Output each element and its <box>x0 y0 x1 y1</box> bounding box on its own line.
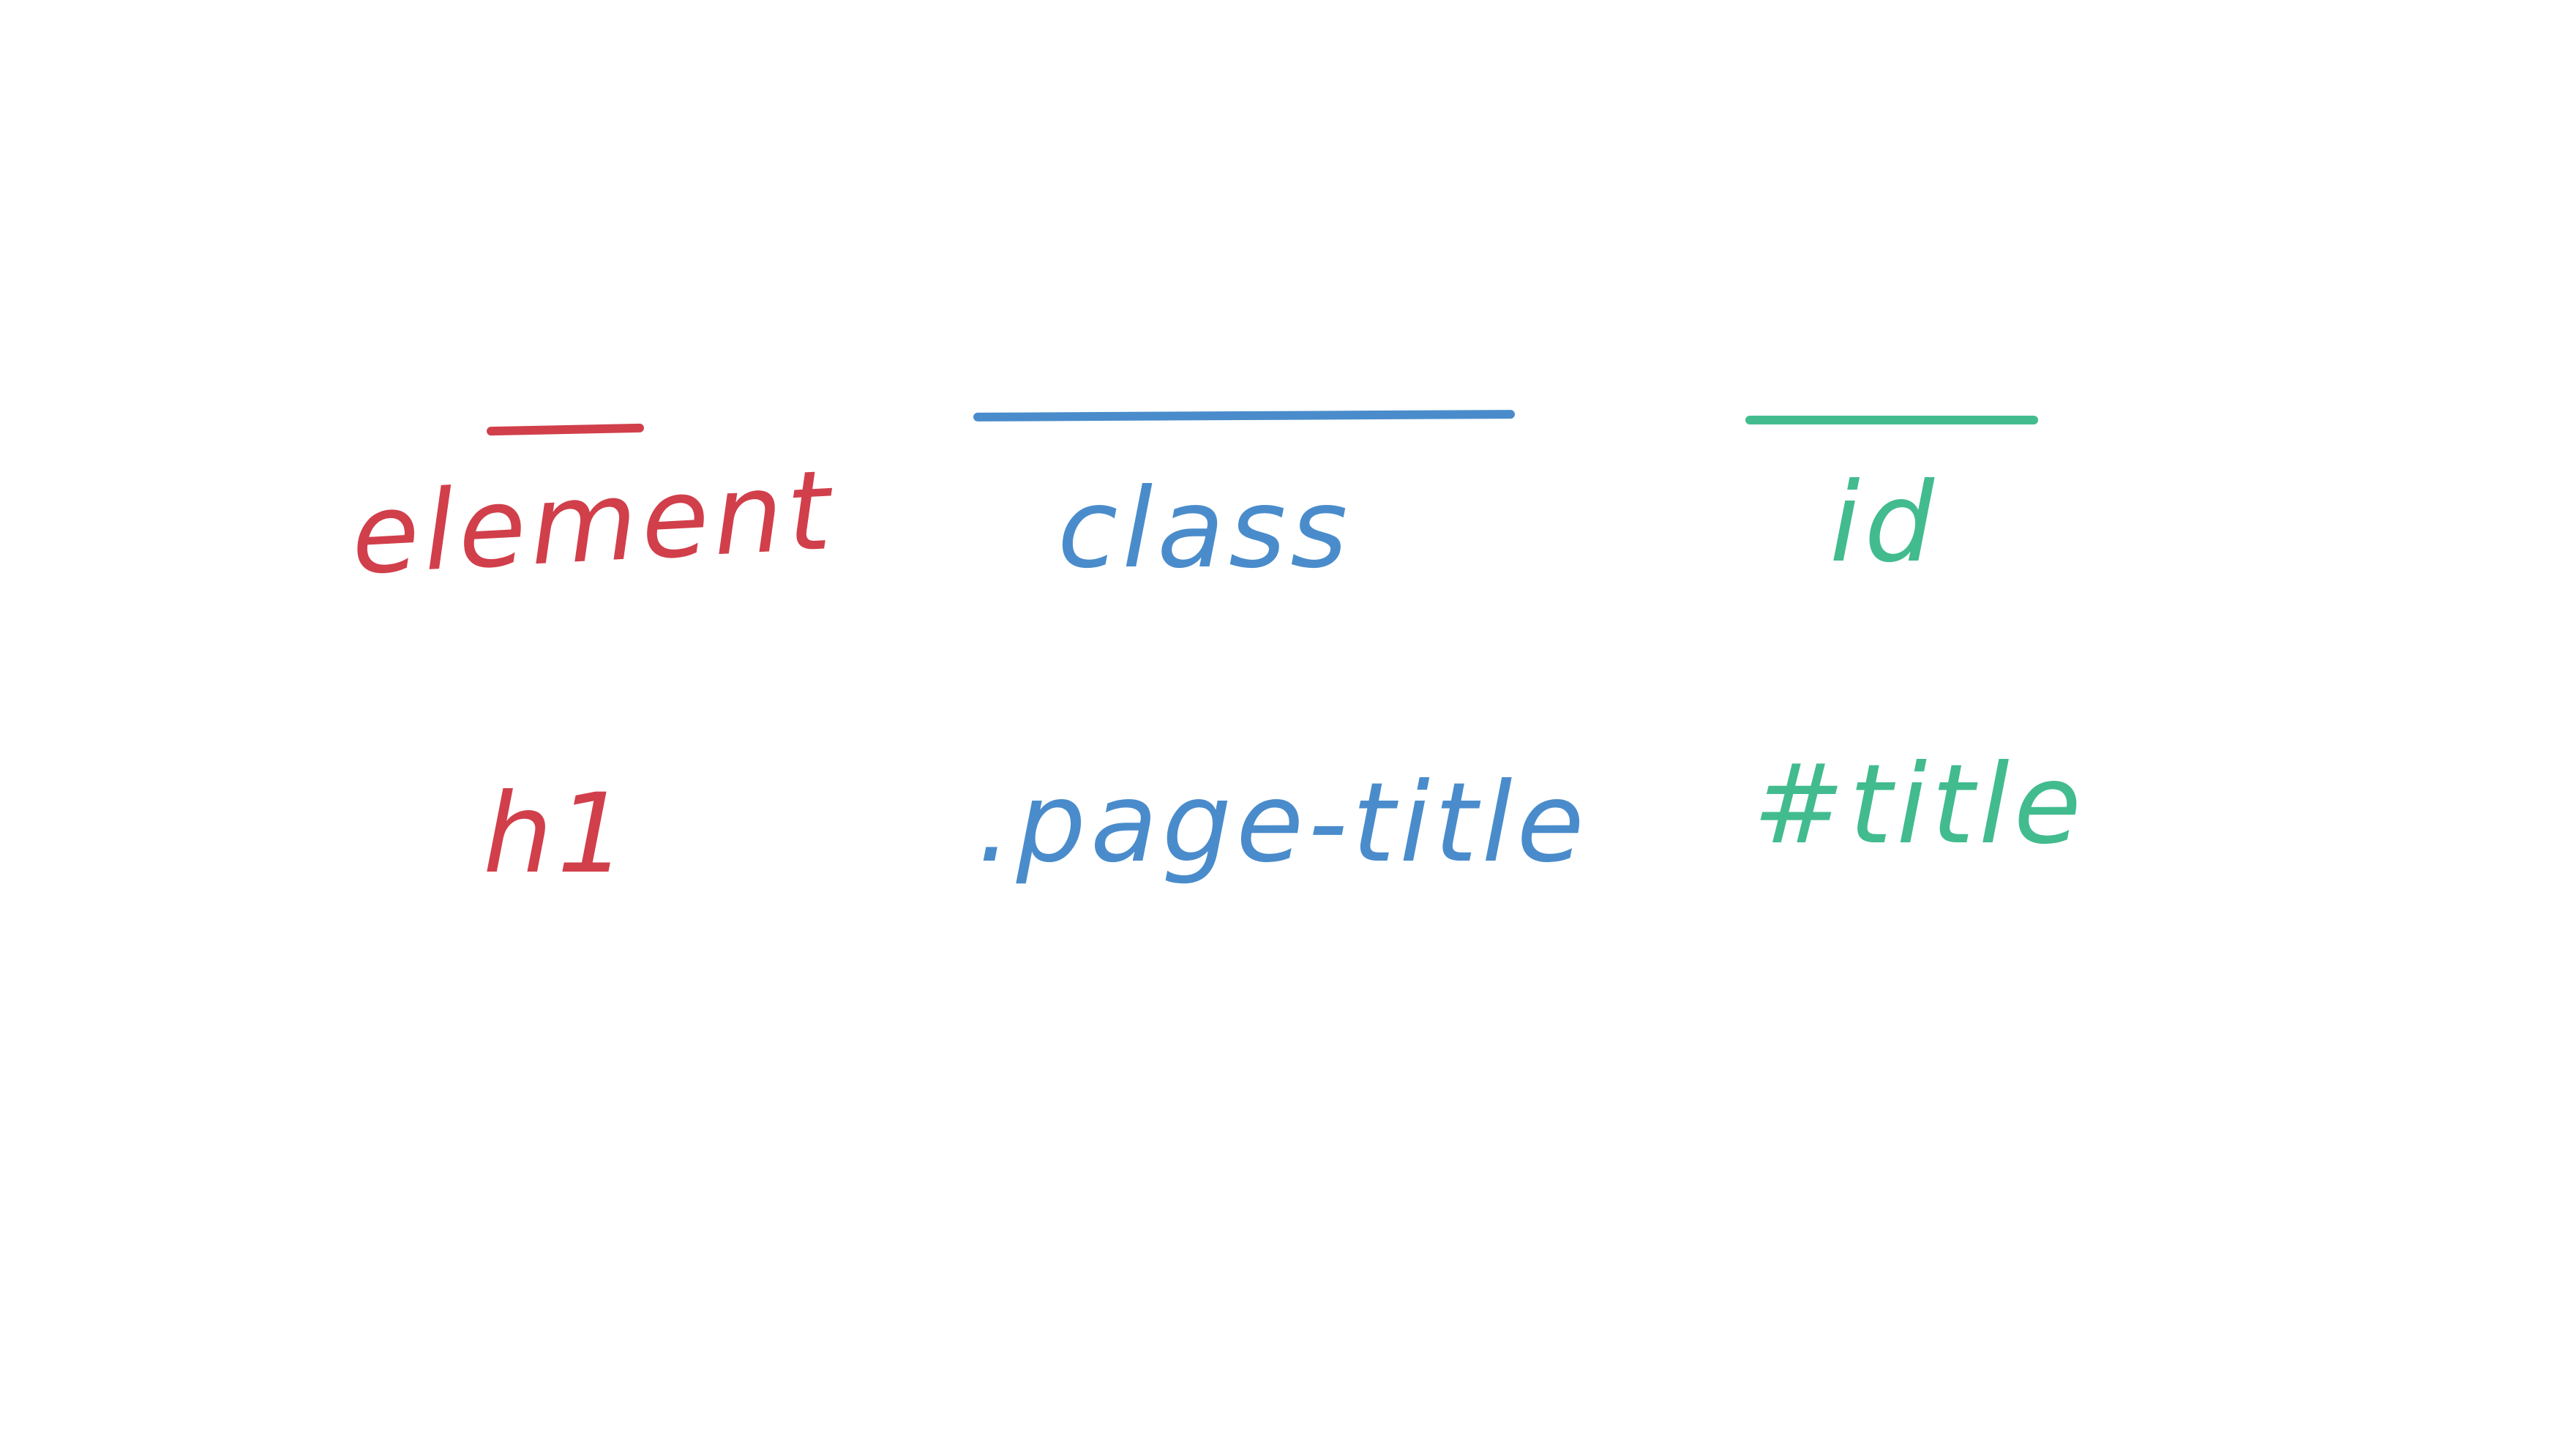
element-header: element <box>348 446 838 600</box>
class-header: class <box>1057 465 1352 593</box>
id-example: #title <box>1753 741 2086 869</box>
element-example: h1 <box>483 771 632 898</box>
id-header: id <box>1830 460 1939 587</box>
id-underline <box>1745 416 2038 424</box>
class-example: .page-title <box>977 760 1589 887</box>
class-underline <box>973 410 1516 422</box>
element-underline <box>486 423 645 436</box>
